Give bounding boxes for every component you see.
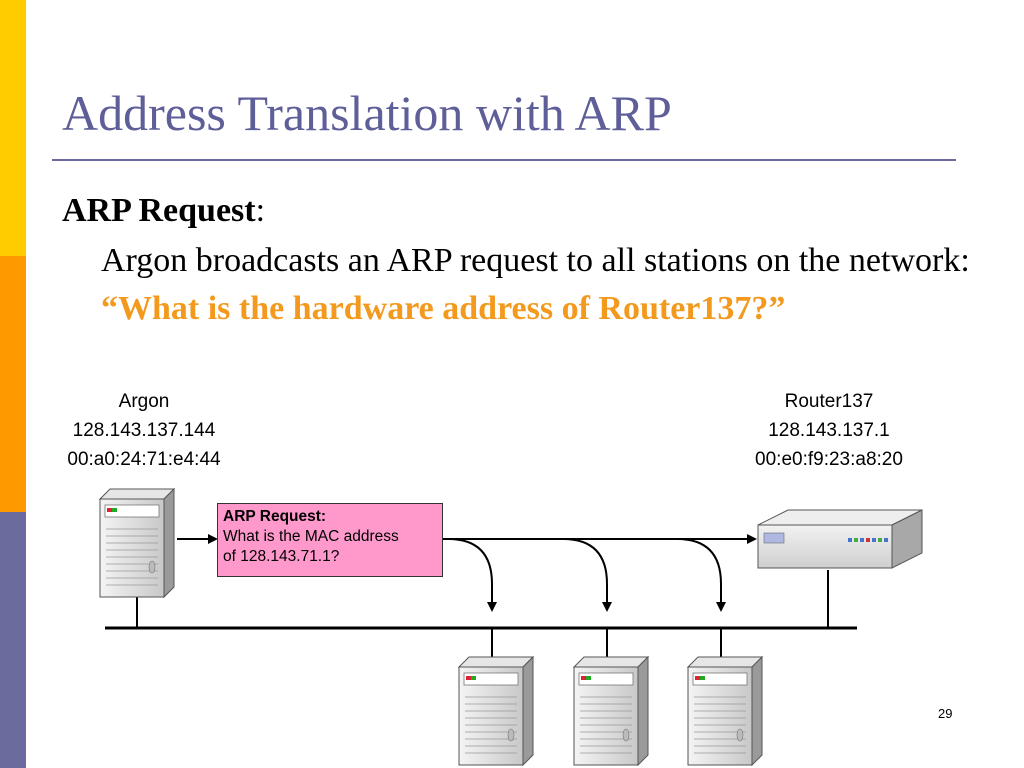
accent-bar-orange xyxy=(0,256,26,512)
accent-bar-yellow xyxy=(0,0,26,256)
body-highlight: “What is the hardware address of Router1… xyxy=(101,290,786,327)
page-number: 29 xyxy=(938,706,953,721)
argon-ip: 128.143.137.144 xyxy=(72,420,216,441)
argon-label: Argon 128.143.137.144 00:a0:24:71:e4:44 xyxy=(30,387,258,474)
argon-name: Argon xyxy=(118,391,170,412)
section-heading: ARP Request: xyxy=(62,192,265,230)
heading-colon: : xyxy=(255,192,266,229)
argon-mac: 00:a0:24:71:e4:44 xyxy=(67,449,221,470)
station-1-server-icon xyxy=(458,656,534,766)
router-label: Router137 128.143.137.1 00:e0:f9:23:a8:2… xyxy=(715,387,943,474)
router-mac: 00:e0:f9:23:a8:20 xyxy=(755,449,903,470)
heading-text: ARP Request xyxy=(62,192,256,229)
argon-server-icon xyxy=(99,488,175,598)
arp-arrow-station-2 xyxy=(540,538,612,612)
body-plain: Argon broadcasts an ARP request to all s… xyxy=(101,242,970,279)
arp-request-title: ARP Request: xyxy=(223,508,327,525)
station-3-server-icon xyxy=(687,656,763,766)
accent-bar-purple xyxy=(0,512,26,768)
title-divider xyxy=(52,159,956,161)
station-2-server-icon xyxy=(573,656,649,766)
arp-request-line-2: of 128.143.71.1? xyxy=(223,548,340,565)
arp-request-line-1: What is the MAC address xyxy=(223,528,399,545)
arp-arrow-station-3 xyxy=(655,538,726,612)
router-icon xyxy=(757,509,923,569)
arp-request-box: ARP Request: What is the MAC address of … xyxy=(217,503,443,577)
body-text: Argon broadcasts an ARP request to all s… xyxy=(101,237,981,333)
arp-arrow-station-1 xyxy=(443,538,497,612)
slide-title: Address Translation with ARP xyxy=(62,85,672,141)
router-name: Router137 xyxy=(784,391,874,412)
router-ip: 128.143.137.1 xyxy=(768,420,890,441)
